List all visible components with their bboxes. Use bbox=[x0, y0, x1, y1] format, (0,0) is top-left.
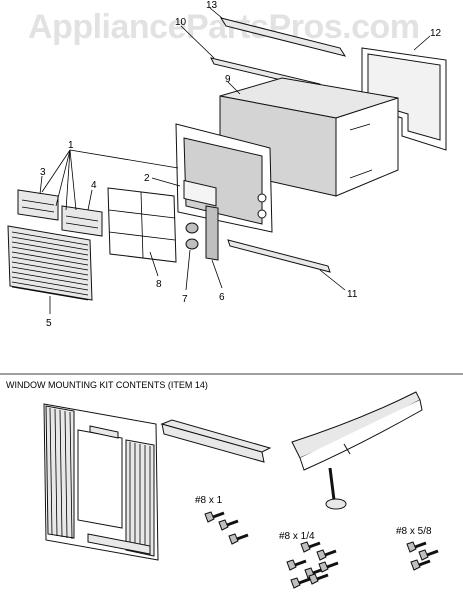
part-12-rear-frame bbox=[361, 35, 447, 151]
callout-2: 2 bbox=[144, 173, 150, 184]
callout-4: 4 bbox=[91, 180, 97, 191]
callout-13: 13 bbox=[206, 0, 218, 11]
callout-8: 8 bbox=[156, 279, 162, 290]
callout-10: 10 bbox=[175, 17, 187, 28]
part-3-left-louver bbox=[17, 175, 59, 221]
screw-label-8x1-4: #8 x 1/4 bbox=[279, 531, 315, 542]
screw-label-8x1: #8 x 1 bbox=[195, 495, 223, 506]
callout-7: 7 bbox=[182, 294, 188, 305]
screws-8x5-8 bbox=[406, 541, 439, 571]
part-10-rail bbox=[180, 25, 324, 91]
callout-11: 11 bbox=[347, 289, 358, 300]
part-2-front-frame bbox=[151, 123, 273, 233]
callout-6: 6 bbox=[219, 292, 225, 303]
part-7-knobs bbox=[185, 222, 199, 291]
part-1-leaders bbox=[41, 149, 179, 211]
callout-5: 5 bbox=[46, 318, 52, 329]
part-13-top-strip bbox=[209, 7, 347, 57]
kit-rail bbox=[160, 419, 272, 463]
part-8-filter bbox=[107, 187, 177, 277]
part-6-control-plate bbox=[205, 205, 223, 289]
screws-8x1-4 bbox=[286, 541, 339, 589]
kit-side-panel-frame bbox=[43, 403, 159, 561]
callout-3: 3 bbox=[40, 167, 46, 178]
watermark-logo: AppliancePartsPros.com bbox=[28, 8, 420, 46]
screw-label-8x5-8: #8 x 5/8 bbox=[396, 526, 432, 537]
part-11-bottom-rail bbox=[227, 239, 346, 291]
screws-8x1 bbox=[204, 511, 249, 545]
kit-heading: WINDOW MOUNTING KIT CONTENTS (ITEM 14) bbox=[6, 380, 208, 390]
kit-sill-bracket bbox=[291, 391, 423, 471]
part-4-right-louver bbox=[61, 189, 103, 237]
kit-leveling-bolt bbox=[325, 467, 347, 510]
part-5-front-grille bbox=[7, 225, 93, 314]
callout-1: 1 bbox=[68, 140, 74, 151]
callout-12: 12 bbox=[430, 28, 442, 39]
callout-9: 9 bbox=[225, 74, 231, 85]
